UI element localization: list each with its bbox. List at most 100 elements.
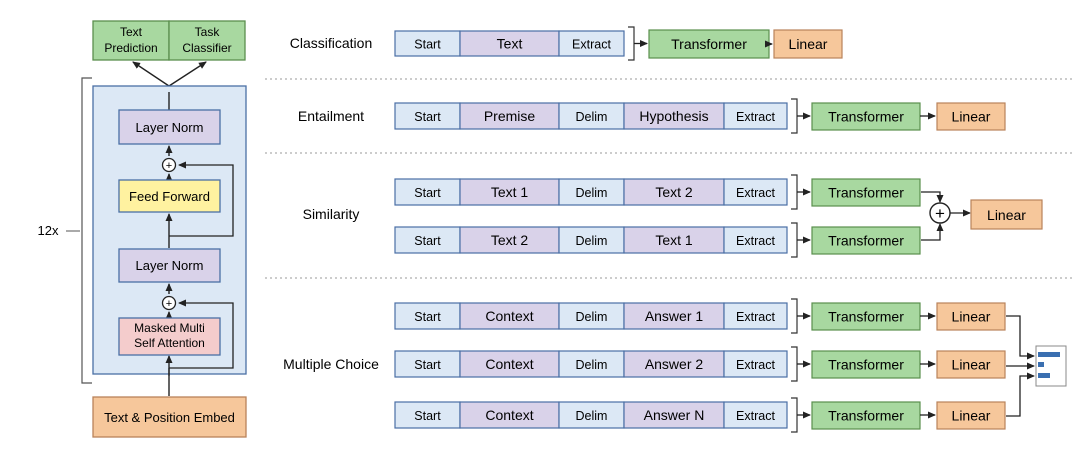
- similarity-row2-token-box-3: [623, 226, 725, 254]
- mc-row1-transformer-label: Transformer: [828, 309, 904, 325]
- similarity-row2-token-2: Delim: [576, 234, 608, 248]
- similarity-row2-token-box-2: [558, 226, 625, 254]
- repeat-label: 12x: [38, 223, 59, 238]
- to-task-classifier-arrow: [168, 61, 207, 87]
- mc-row1-token-box-1: [459, 302, 560, 330]
- similarity-row2-transformer-label: Transformer: [828, 233, 904, 249]
- mc-row1-linear-box: [936, 302, 1006, 331]
- mc-row1-token-box-3: [623, 302, 725, 330]
- embed-box: [92, 396, 247, 438]
- sim-linear-label: Linear: [987, 207, 1026, 223]
- add-circle-top: [161, 157, 177, 173]
- masked-attention-box: [118, 317, 221, 356]
- classification-token-1: Text: [497, 36, 523, 52]
- architecture-panel: Text Prediction Task Classifier 12x + + …: [38, 20, 247, 438]
- similarity-row1-bracket: [791, 174, 798, 210]
- mc-row3-token-0: Start: [414, 409, 441, 423]
- repeat-bracket: [81, 77, 92, 384]
- mc-row1-linear-label: Linear: [952, 309, 991, 325]
- entailment-label: Entailment: [298, 108, 364, 124]
- similarity-row2-token-box-1: [459, 226, 560, 254]
- entailment-token-0: Start: [414, 110, 441, 124]
- mc-row3-token-box-1: [459, 401, 560, 429]
- entailment-bracket: [791, 98, 798, 134]
- mc-row3-transformer-label: Transformer: [828, 408, 904, 424]
- classification-token-box-1: [459, 30, 560, 57]
- entailment-token-box-1: [459, 102, 560, 130]
- entailment-token-1: Premise: [484, 108, 536, 124]
- embed-label: Text & Position Embed: [104, 410, 235, 425]
- similarity-row1-token-box-2: [558, 178, 625, 206]
- similarity-row2-token-1: Text 2: [491, 232, 529, 248]
- similarity-row1-token-4: Extract: [736, 186, 775, 200]
- entailment-token-box-0: [394, 102, 461, 130]
- similarity-row2-token-box-0: [394, 226, 461, 254]
- mc-row3-token-box-2: [558, 401, 625, 429]
- text-prediction-box: [92, 20, 170, 61]
- mc-softmax: [1006, 315, 1067, 417]
- mc-row2-token-0: Start: [414, 358, 441, 372]
- similarity-row1-token-box-3: [623, 178, 725, 206]
- classification-token-box-2: [558, 30, 625, 57]
- task-classifier-line1: Task: [195, 25, 221, 39]
- entailment-token-4: Extract: [736, 110, 775, 124]
- classification-label: Classification: [290, 35, 372, 51]
- mc-row2-token-box-2: [558, 350, 625, 378]
- entailment-token-2: Delim: [576, 110, 608, 124]
- mc-row2-token-box-0: [394, 350, 461, 378]
- text-prediction-line2: Prediction: [104, 41, 157, 55]
- sim-linear-box: [970, 199, 1043, 230]
- similarity-row2-token-0: Start: [414, 234, 441, 248]
- feed-forward-box: [118, 179, 221, 213]
- mc-row2-token-box-4: [723, 350, 788, 378]
- similarity-row2-token-4: Extract: [736, 234, 775, 248]
- layer-norm-bottom-box: [118, 248, 221, 283]
- mc-merge-line-1: [1006, 315, 1035, 360]
- task-classifier-line2: Classifier: [182, 41, 231, 55]
- mc-row3-token-box-4: [723, 401, 788, 429]
- mc-row1-token-1: Context: [485, 308, 533, 324]
- softmax-bar-2: [1038, 362, 1044, 367]
- mc-row2-linear-label: Linear: [952, 357, 991, 373]
- classification-token-2: Extract: [572, 38, 611, 52]
- sim-merge-top-line: [921, 191, 944, 203]
- to-text-prediction-arrow: [132, 61, 170, 87]
- sim-add-symbol: +: [935, 204, 945, 223]
- softmax-bar-3: [1038, 373, 1050, 378]
- similarity-row1-token-1: Text 1: [491, 184, 529, 200]
- add-circle-bottom: [161, 295, 177, 311]
- entailment-token-box-4: [723, 102, 788, 130]
- similarity-row2-token-3: Text 1: [655, 232, 693, 248]
- mc-row3-token-4: Extract: [736, 409, 775, 423]
- feed-forward-label: Feed Forward: [129, 189, 210, 204]
- mc-row2-token-3: Answer 2: [645, 356, 704, 372]
- mc-row3-transformer-box: [811, 401, 921, 430]
- mc-row2-transformer-label: Transformer: [828, 357, 904, 373]
- similarity-row1-token-box-4: [723, 178, 788, 206]
- mc-row3-bracket: [791, 397, 798, 433]
- classification-token-0: Start: [414, 38, 441, 52]
- multiple-choice-label: Multiple Choice: [283, 356, 379, 372]
- mc-row1-token-box-4: [723, 302, 788, 330]
- classification-transformer-box: [648, 29, 770, 59]
- residual-ff-path: [169, 161, 234, 237]
- similarity-row2-transformer-box: [811, 226, 921, 255]
- layer-norm-top-label: Layer Norm: [136, 120, 204, 135]
- softmax-bar-1: [1038, 352, 1060, 357]
- entailment-token-3: Hypothesis: [639, 108, 708, 124]
- mc-row1-token-box-2: [558, 302, 625, 330]
- similarity-row1-token-3: Text 2: [655, 184, 693, 200]
- residual-attention-path: [168, 303, 234, 376]
- similarity-label: Similarity: [303, 206, 360, 222]
- task-classifier-box: [168, 20, 246, 61]
- entailment-transformer-label: Transformer: [828, 109, 904, 125]
- mc-row1-token-0: Start: [414, 310, 441, 324]
- mc-row2-token-4: Extract: [736, 358, 775, 372]
- mc-row2-bracket: [791, 346, 798, 382]
- mc-row2-token-1: Context: [485, 356, 533, 372]
- mc-row2-linear-box: [936, 350, 1006, 379]
- mc-row2-transformer-box: [811, 350, 921, 379]
- mc-row3-token-3: Answer N: [644, 407, 705, 423]
